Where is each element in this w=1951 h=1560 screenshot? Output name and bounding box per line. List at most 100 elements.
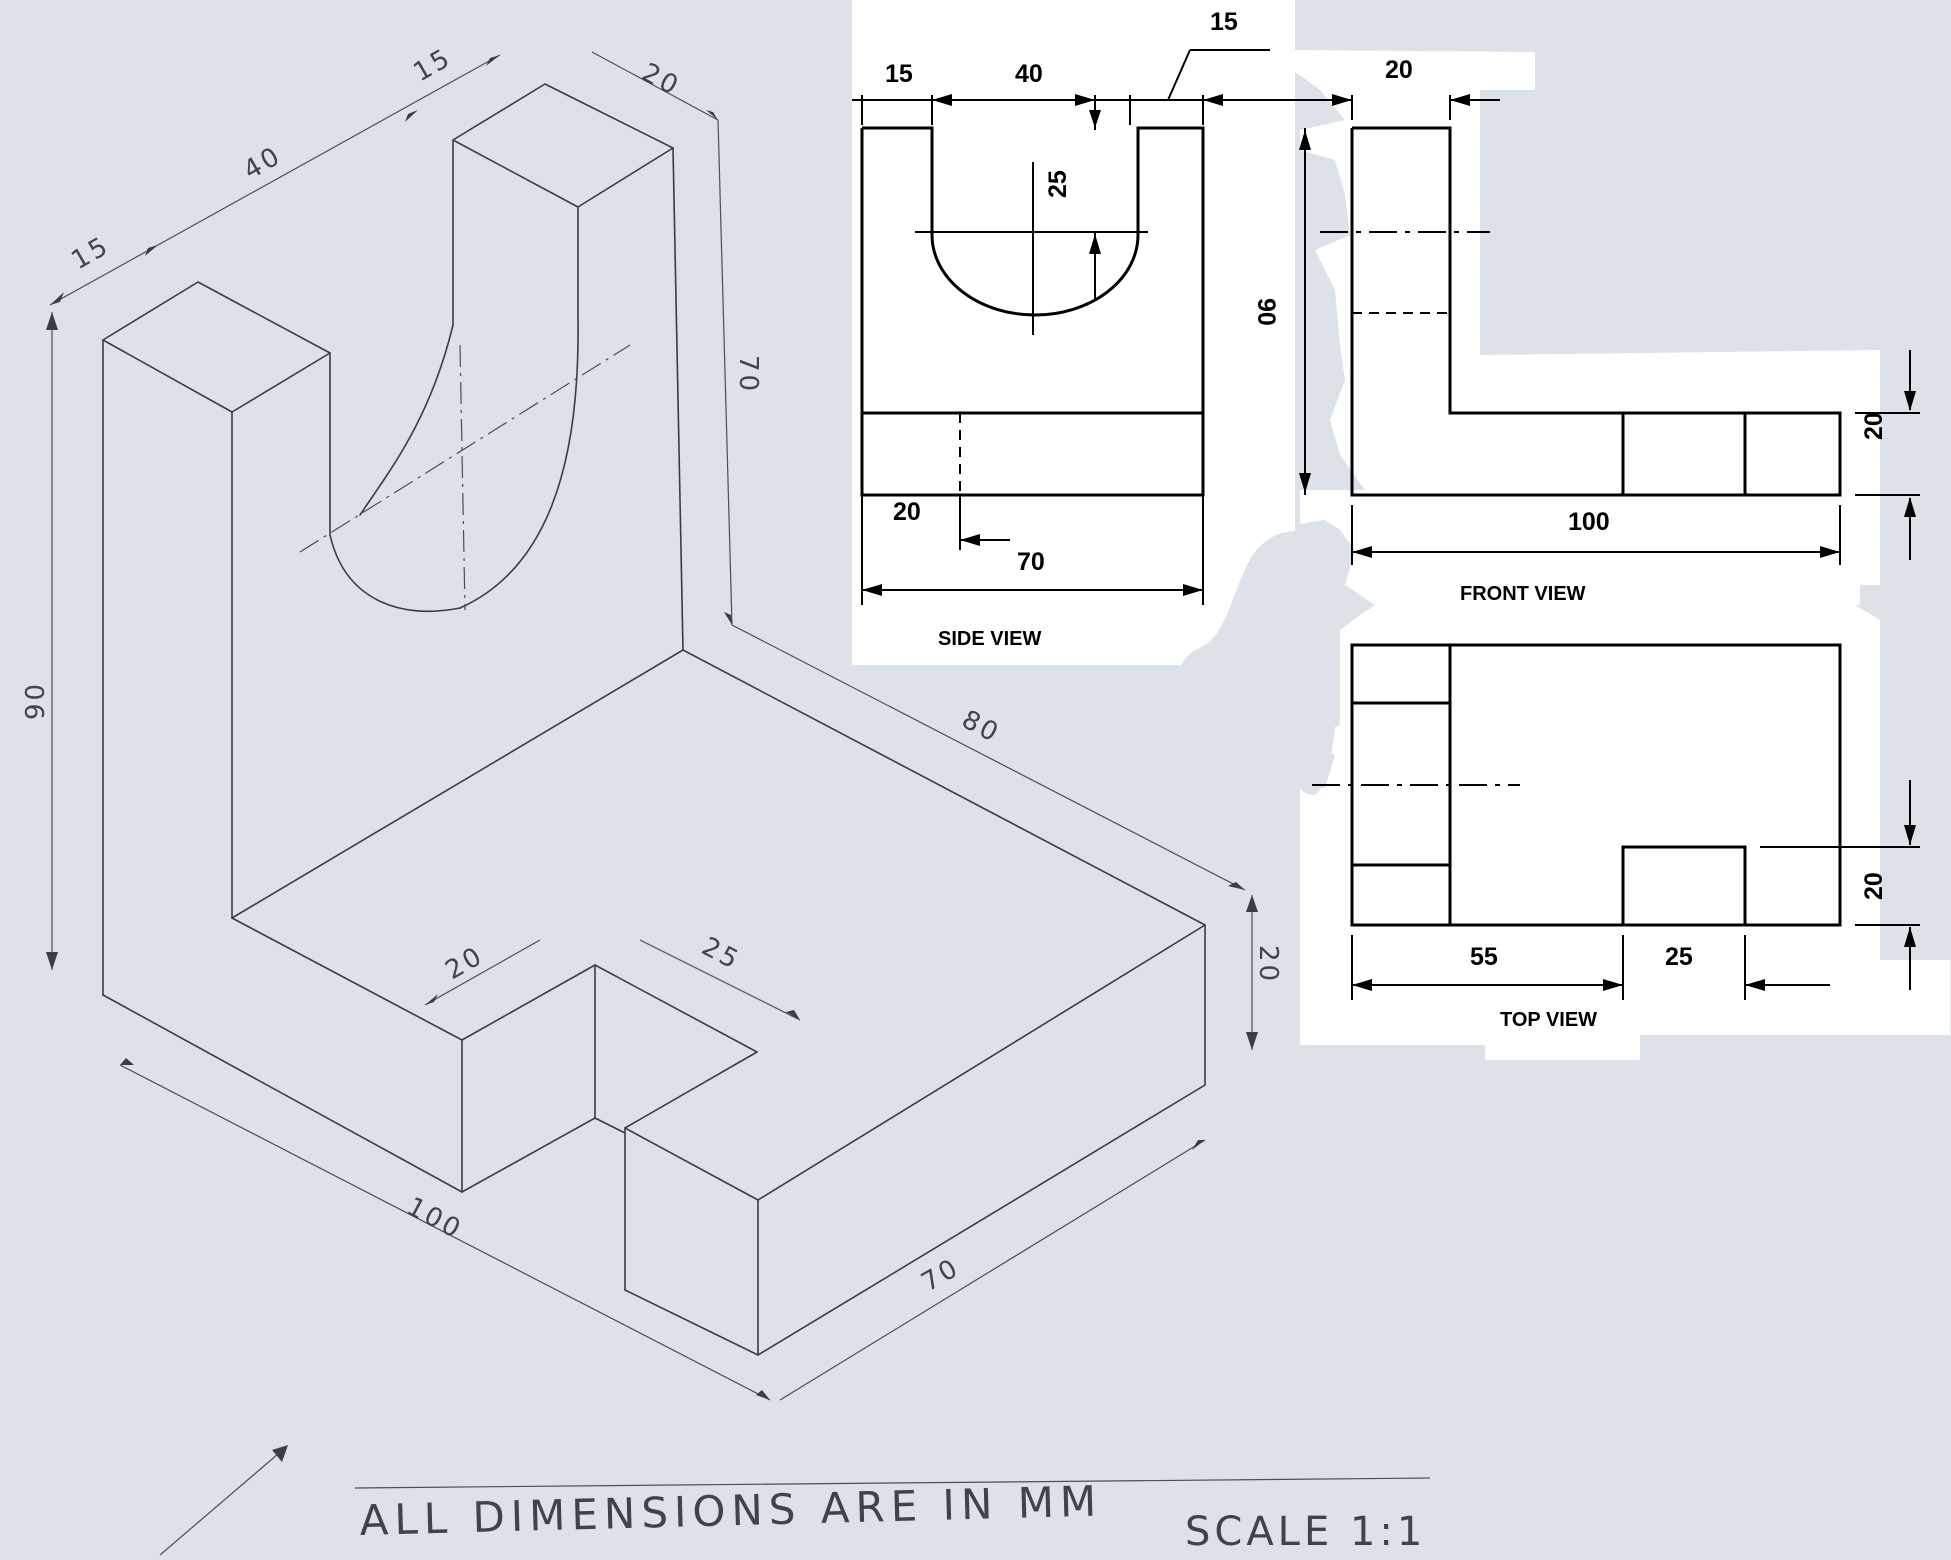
base-front-bottom-edge: [757, 1084, 1206, 1356]
arrow-pencil: [706, 110, 718, 120]
arrow-icon: [960, 534, 980, 546]
side-view-dim-text: 15: [1210, 8, 1238, 36]
base-front-top-edge: [757, 924, 1206, 1201]
side-view-dim-text: 70: [1017, 548, 1045, 576]
side-view-label: SIDE VIEW: [938, 628, 1041, 650]
u-slot-curve-back: [459, 319, 579, 609]
arrow-pencil: [756, 1390, 770, 1400]
scale-note: SCALE 1:1: [1185, 1509, 1426, 1555]
dim-line-slot-20: [424, 939, 541, 1006]
arrow-pencil: [1192, 1140, 1205, 1150]
arrow-icon: [1352, 979, 1372, 991]
top-view-slot: [1621, 845, 1747, 925]
side-view: 15 40 15 25 20 70 SIDE VIEW: [852, 8, 1290, 650]
front-view: 90 20 20 100 FRONT VIEW: [1252, 56, 1920, 605]
slot-bottom-left: [461, 1117, 596, 1193]
arrow-pencil: [1246, 1032, 1258, 1050]
base-front-left-edge: [102, 994, 463, 1193]
slot-left-top: [461, 964, 596, 1041]
arrow-pencil: [1246, 895, 1258, 912]
right-column-back-edge: [672, 147, 684, 651]
arrow-pencil: [425, 994, 438, 1005]
arrow-icon: [932, 94, 952, 106]
arrow-pencil: [1228, 882, 1245, 890]
base-slot-right-top: [624, 1127, 759, 1201]
side-view-u-arc: [930, 234, 1140, 317]
u-slot-curve-front: [329, 534, 461, 612]
arrow-pencil: [486, 55, 500, 66]
view-direction-arrowhead: [272, 1445, 288, 1462]
arrow-icon: [1450, 94, 1470, 106]
arrow-pencil: [405, 110, 418, 122]
view-direction-arrow-line: [159, 1447, 286, 1556]
arrow-icon: [862, 584, 882, 596]
slot-bottom-join: [594, 1117, 626, 1134]
dim-line-top-20: [591, 51, 719, 121]
arrow-icon: [1745, 979, 1765, 991]
arrow-icon: [1089, 110, 1101, 128]
iso-dim-text: 90: [21, 681, 51, 720]
side-view-sheet: [852, 0, 1295, 665]
iso-dim-text: 20: [1253, 945, 1283, 984]
front-view-dim-text: 20: [1385, 56, 1413, 84]
front-view-dim-text: 90: [1252, 298, 1280, 326]
arrow-pencil: [786, 1010, 800, 1020]
dim-line-slot-25: [639, 939, 801, 1021]
top-view: 20 55 25 TOP VIEW: [1312, 643, 1920, 1031]
base-right-top-edge: [682, 649, 1206, 926]
arrow-icon: [1075, 94, 1095, 106]
arrow-icon: [1904, 391, 1916, 411]
arrow-icon: [1299, 130, 1311, 150]
top-view-dim-text: 20: [1860, 872, 1888, 900]
arrow-pencil: [50, 292, 64, 305]
side-view-outline-left: [862, 126, 934, 235]
arrow-pencil: [724, 612, 732, 625]
top-view-dim-text: 25: [1665, 943, 1693, 971]
dim-line-top-widths: [49, 54, 501, 306]
front-top-view-sheet: [1175, 5, 1950, 1060]
arrow-icon: [1904, 927, 1916, 947]
arrow-icon: [1820, 546, 1840, 558]
side-view-dim-text: 40: [1015, 60, 1043, 88]
note-underline: [354, 1477, 1431, 1489]
front-view-dim-text: 20: [1860, 412, 1888, 440]
iso-dim-text: 70: [733, 355, 763, 394]
u-slot-centerline-horizontal: [299, 344, 631, 553]
arrow-pencil: [120, 1058, 134, 1065]
base-slot-right-bottom: [624, 1289, 759, 1356]
u-slot-inner-curve: [359, 324, 454, 516]
arrow-pencil: [145, 245, 158, 256]
arrow-pencil: [46, 312, 58, 330]
side-view-dim-text: 15: [885, 60, 913, 88]
arrow-icon: [1183, 584, 1203, 596]
slot-right-top: [624, 1051, 758, 1129]
arrow-icon: [1603, 979, 1623, 991]
dim-line-height-70: [717, 119, 733, 626]
base-inner-left-edge: [231, 917, 463, 1041]
front-view-label: FRONT VIEW: [1460, 583, 1586, 605]
arrow-icon: [1904, 825, 1916, 845]
dim-line-depth-80: [731, 624, 1246, 891]
orthographic-panel: 15 40 15 25 20 70 SIDE VIEW: [852, 0, 1950, 1060]
front-view-dim-text: 100: [1568, 508, 1610, 536]
u-slot-centerline-vertical: [459, 344, 466, 611]
arrow-icon: [1904, 497, 1916, 517]
dim-line-length-100: [119, 1064, 771, 1401]
side-view-dim-text: 20: [893, 498, 921, 526]
side-view-dim-text: 25: [1044, 170, 1072, 198]
front-view-outline: [1350, 126, 1842, 497]
arrow-icon: [1089, 234, 1101, 254]
side-view-leader-15: [1167, 49, 1191, 101]
top-view-dim-text: 55: [1470, 943, 1498, 971]
arrow-icon: [1352, 546, 1372, 558]
thumb-shadow-gap: [1180, 531, 1339, 795]
side-view-outline-right: [860, 126, 1205, 497]
arrow-icon: [1203, 94, 1223, 106]
base-back-edge: [231, 649, 684, 919]
top-view-label: TOP VIEW: [1500, 1009, 1597, 1031]
arrow-icon: [1332, 94, 1352, 106]
slot-back-top: [594, 964, 758, 1053]
arrow-icon: [1299, 473, 1311, 493]
arrow-pencil: [46, 952, 58, 970]
